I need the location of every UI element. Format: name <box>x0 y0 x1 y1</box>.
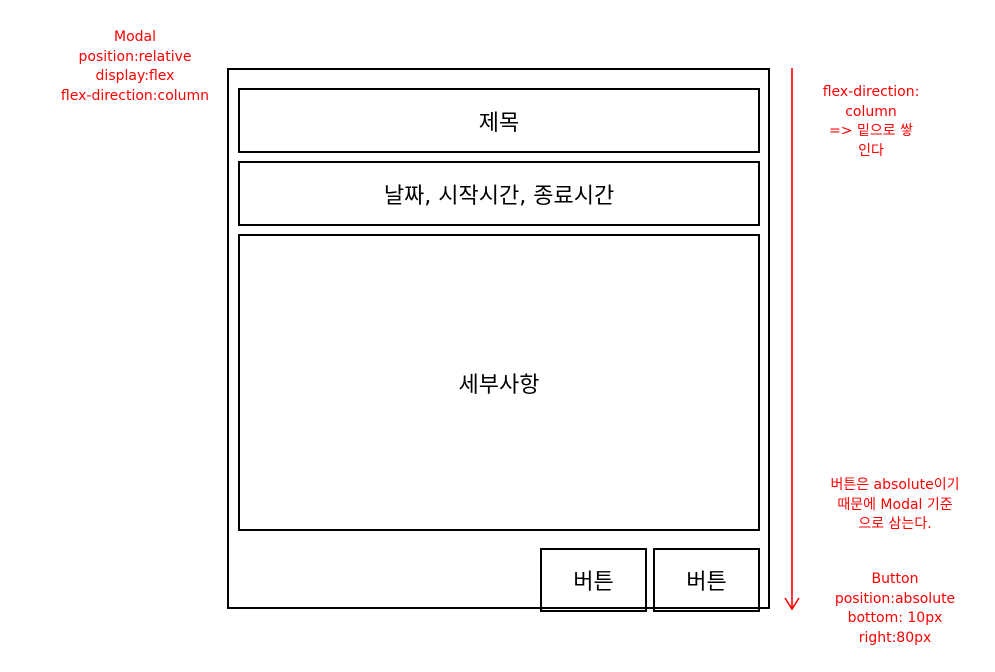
details-box: 세부사항 <box>238 234 760 531</box>
annotation-line: position:absolute <box>834 590 956 607</box>
annotation-line: 으로 삼는다. <box>858 516 932 532</box>
button-box-left[interactable]: 버튼 <box>540 548 647 612</box>
button-annotation: Button position:absolute bottom: 10px ri… <box>810 570 980 648</box>
title-box: 제목 <box>238 88 760 153</box>
details-label: 세부사항 <box>458 372 540 398</box>
annotation-line: => 밑으로 쌓 <box>829 123 913 139</box>
annotation-line: 때문에 Modal 기준 <box>837 496 953 513</box>
absolute-annotation: 버튼은 absolute이기 때문에 Modal 기준 으로 삼는다. <box>812 476 978 535</box>
annotation-line: Modal <box>114 29 156 45</box>
title-label: 제목 <box>478 110 520 136</box>
annotation-line: flex-direction: <box>822 84 920 100</box>
modal-annotation: Modal position:relative display:flex fle… <box>42 28 228 106</box>
annotation-line: right:80px <box>858 629 932 646</box>
flex-direction-annotation: flex-direction: column => 밑으로 쌓 인다 <box>806 83 936 161</box>
arrow-head <box>784 597 800 611</box>
annotation-line: Button <box>871 571 919 587</box>
annotation-line: position:relative <box>78 48 192 65</box>
button-label: 버튼 <box>573 570 614 595</box>
annotation-line: 버튼은 absolute이기 <box>830 477 960 493</box>
modal-frame: 제목 날짜, 시작시간, 종료시간 세부사항 버튼 버튼 <box>227 68 770 612</box>
date-time-label: 날짜, 시작시간, 종료시간 <box>383 183 615 209</box>
button-label: 버튼 <box>686 570 727 595</box>
date-time-box: 날짜, 시작시간, 종료시간 <box>238 161 760 226</box>
annotation-line: column <box>845 103 897 120</box>
annotation-line: bottom: 10px <box>847 610 943 626</box>
annotation-line: 인다 <box>858 142 884 159</box>
annotation-line: flex-direction:column <box>60 87 210 104</box>
annotation-line: display:flex <box>95 68 175 84</box>
button-box-right[interactable]: 버튼 <box>653 548 760 612</box>
down-arrow-icon <box>784 68 800 611</box>
